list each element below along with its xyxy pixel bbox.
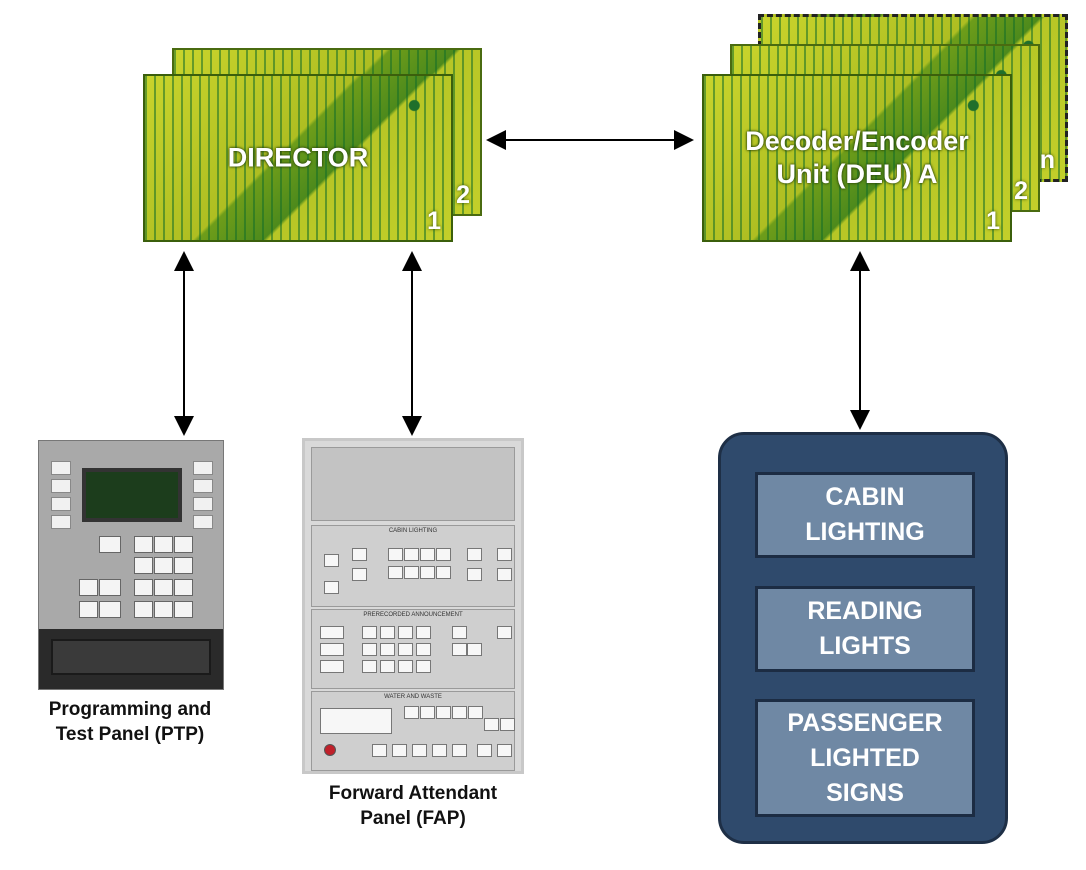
director-board-1-number: 1 (427, 207, 441, 235)
deu-board-2-number: 2 (1014, 177, 1028, 205)
fap-section-water-waste: WATER AND WASTE (384, 694, 442, 700)
cabin-systems-box: CABIN LIGHTING READING LIGHTS PASSENGER … (718, 432, 1008, 844)
deu-title: Decoder/Encoder Unit (DEU) A (745, 126, 969, 189)
director-title: DIRECTOR (227, 142, 369, 173)
fap-device-image: CABIN LIGHTING PRERECORDED ANNOUNCEMENT (302, 438, 524, 774)
deu-board-n-number: n (1039, 146, 1055, 174)
deu-board-1-number: 1 (986, 207, 1000, 235)
cabin-lighting-item: CABIN LIGHTING (755, 472, 975, 558)
ptp-device-image (38, 440, 224, 690)
ptp-caption: Programming and Test Panel (PTP) (48, 699, 212, 745)
director-board-1: DIRECTOR 1 (143, 74, 453, 242)
deu-board-1: Decoder/Encoder Unit (DEU) A 1 (702, 74, 1012, 242)
reading-lights-item: READING LIGHTS (755, 586, 975, 672)
director-board-2-number: 2 (456, 181, 470, 209)
fap-caption: Forward Attendant Panel (FAP) (328, 783, 498, 829)
fap-section-announcement: PRERECORDED ANNOUNCEMENT (363, 612, 463, 618)
fap-section-cabin-lighting: CABIN LIGHTING (388, 528, 438, 534)
passenger-lighted-signs-item: PASSENGER LIGHTED SIGNS (755, 699, 975, 817)
ptp-screen (82, 468, 182, 522)
